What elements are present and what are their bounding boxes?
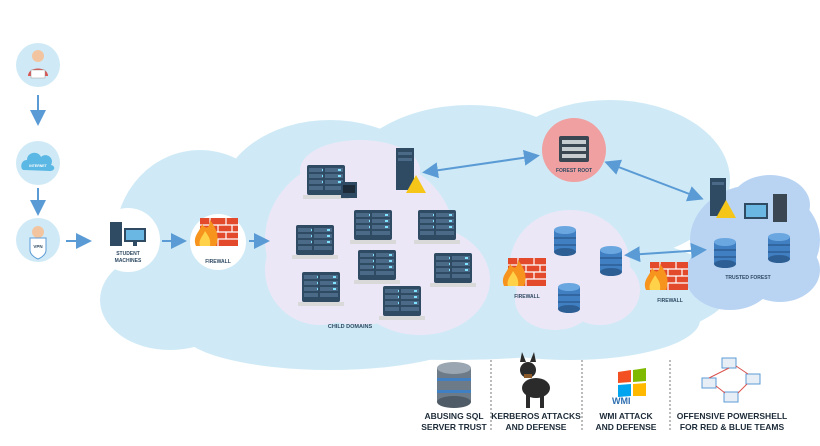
topic-sql-line1: ABUSING SQL (424, 411, 483, 421)
student-machines-node: STUDENT MACHINES (96, 208, 160, 272)
topic-powershell: OFFENSIVE POWERSHELL FOR RED & BLUE TEAM… (677, 357, 788, 432)
topic-wmi-line2: AND DEFENSE (596, 422, 657, 432)
dog-icon (520, 352, 550, 408)
server-icon (298, 272, 344, 306)
vpn-node: VPN (16, 218, 60, 262)
topic-wmi-line1: WMI ATTACK (599, 411, 653, 421)
trusted-forest-label: TRUSTED FOREST (725, 275, 770, 281)
trusted-forest-node: TRUSTED FOREST (710, 178, 791, 281)
student-machines-label-1: STUDENT (116, 251, 140, 257)
database-icon (767, 232, 791, 264)
topic-wmi: WMI WMI ATTACK AND DEFENSE (596, 368, 657, 432)
server-icon (414, 210, 460, 244)
server-icon (710, 178, 726, 216)
student-machines-label-2: MACHINES (115, 258, 142, 264)
server-icon (350, 210, 396, 244)
firewall-left-label: FIREWALL (205, 259, 231, 265)
topic-kerberos-line1: KERBEROS ATTACKS (491, 411, 581, 421)
child-domains-label: CHILD DOMAINS (328, 324, 373, 330)
database-icon (437, 362, 471, 408)
database-icon (599, 245, 623, 277)
database-icon (557, 282, 581, 314)
firewall-mid-icon (502, 257, 547, 287)
topic-powershell-line1: OFFENSIVE POWERSHELL (677, 411, 788, 421)
laptop-icon (30, 69, 46, 79)
firewall-mid-label: FIREWALL (514, 294, 540, 300)
domain-controller-cluster (303, 148, 426, 199)
internet-label: INTERNET (29, 164, 47, 168)
server-icon (292, 225, 338, 259)
vpn-label: VPN (33, 244, 42, 249)
topic-kerberos-line2: AND DEFENSE (506, 422, 567, 432)
windows-logo-icon (618, 368, 646, 397)
server-icon (430, 253, 476, 287)
server-icon (379, 286, 425, 320)
cloud-icon (21, 152, 55, 171)
network-icon (701, 357, 761, 403)
forest-root-node: FOREST ROOT (542, 118, 606, 182)
firewall-left-node: FIREWALL (190, 214, 246, 270)
topic-sql-line2: SERVER TRUST (421, 422, 487, 432)
shield-icon (29, 237, 47, 260)
firewall-icon (194, 217, 239, 247)
server-icon (354, 250, 400, 284)
user-node (16, 43, 60, 87)
user-icon (32, 50, 44, 62)
wmi-label: WMI (612, 396, 631, 406)
topic-kerberos: KERBEROS ATTACKS AND DEFENSE (491, 352, 581, 432)
firewall-right-label: FIREWALL (657, 298, 683, 304)
topic-powershell-line2: FOR RED & BLUE TEAMS (680, 422, 785, 432)
server-icon (773, 194, 787, 222)
database-icon (713, 237, 737, 269)
server-icon (110, 222, 122, 246)
database-icon (553, 225, 577, 257)
topic-sql: ABUSING SQL SERVER TRUST (421, 362, 488, 432)
internet-node: INTERNET (16, 141, 60, 185)
firewall-right-icon (644, 261, 689, 291)
forest-root-label: FOREST ROOT (556, 168, 592, 174)
